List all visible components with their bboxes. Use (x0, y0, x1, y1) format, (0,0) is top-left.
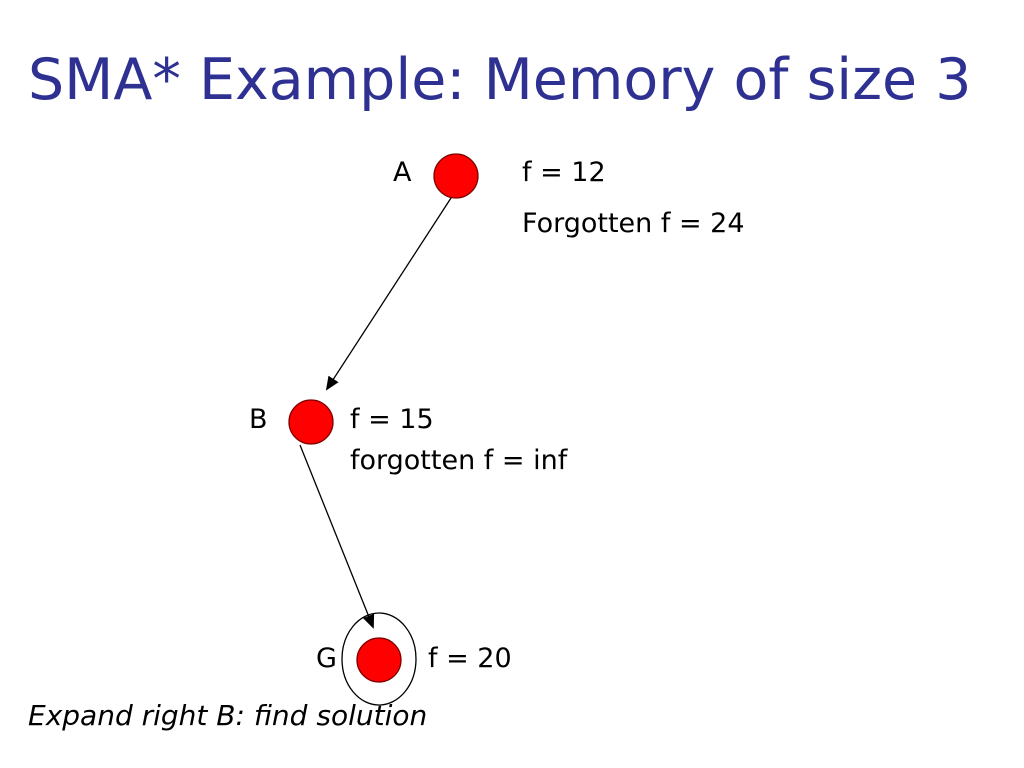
edge-a-to-b (325, 197, 452, 391)
node-b-name: B (249, 404, 268, 435)
node-a-f-value: f = 12 (522, 157, 606, 188)
node-a-name: A (393, 157, 412, 188)
page-title: SMA* Example: Memory of size 3 (28, 47, 972, 113)
node-g-f-value: f = 20 (428, 643, 512, 674)
node-a-forgotten-value: Forgotten f = 24 (522, 208, 745, 239)
node-b-circle[interactable] (288, 399, 334, 445)
goal-highlight-ring (341, 612, 417, 706)
node-b-f-value: f = 15 (350, 404, 434, 435)
node-b-forgotten-value: forgotten f = inf (350, 445, 568, 476)
node-g-circle[interactable] (356, 637, 402, 683)
slide-caption: Expand right B: find solution (28, 699, 428, 732)
node-g-name: G (316, 643, 337, 674)
edge-b-to-g (299, 444, 375, 629)
node-a-circle[interactable] (433, 153, 479, 199)
